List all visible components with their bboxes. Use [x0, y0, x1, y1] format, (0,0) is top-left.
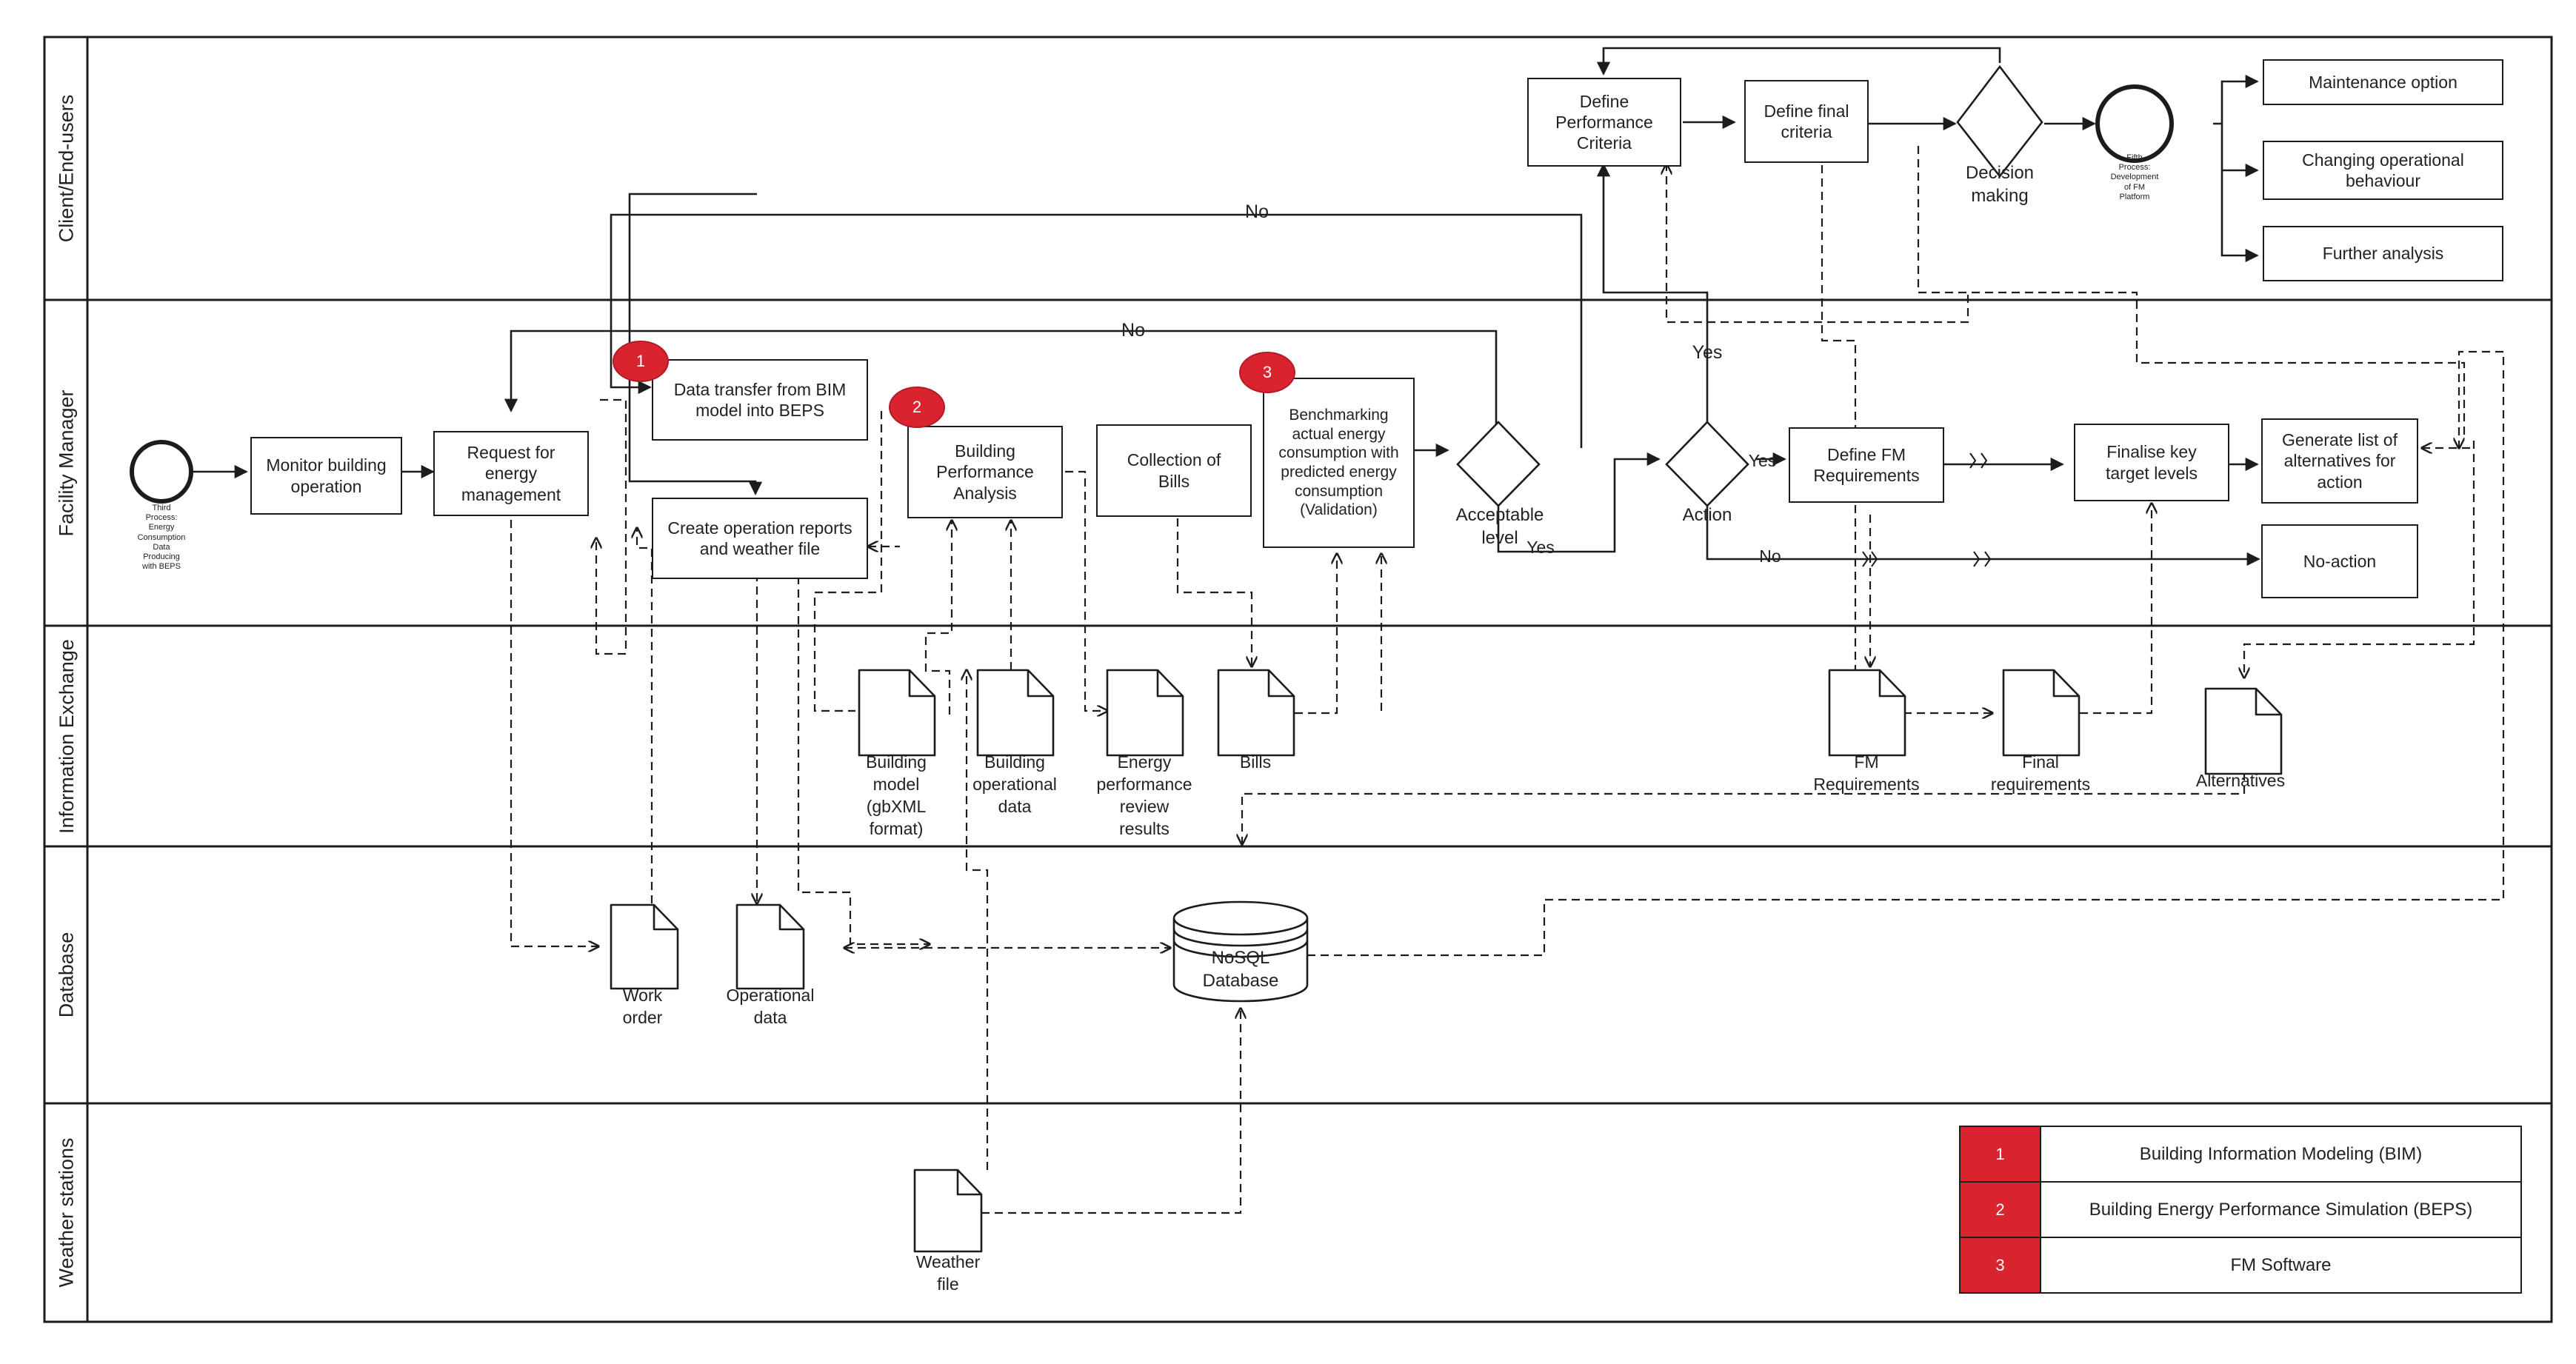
doc-energy-performance-review: [1106, 669, 1184, 757]
task-maintenance-option[interactable]: Maintenance option: [2263, 59, 2503, 105]
doc-building-model: [858, 669, 936, 757]
doc-operational-data: [735, 903, 805, 990]
lane-facility-manager: Facility Manager: [55, 389, 78, 537]
legend-row: 2 Building Energy Performance Simulation…: [1961, 1183, 2520, 1238]
doc-bills: [1217, 669, 1295, 757]
task-monitor-building-operation[interactable]: Monitor building operation: [250, 437, 402, 515]
end-event: [2095, 84, 2174, 163]
marker-3: 3: [1239, 352, 1295, 393]
nosql-database-shape: [1172, 900, 1309, 1003]
flow-label-no-fm: No: [1121, 320, 1145, 341]
legend-text: Building Energy Performance Simulation (…: [2089, 1199, 2473, 1220]
label-work-order: Work order: [622, 986, 663, 1027]
doc-final-requirements: [2002, 669, 2081, 757]
flow-label-yes-action: Yes: [1748, 451, 1777, 470]
gateway-decision-making: [1956, 64, 2043, 178]
doc-fm-requirements: [1828, 669, 1906, 757]
gateway-acceptable-level: [1456, 421, 1541, 507]
label-final-requirements: Final requirements: [1990, 752, 2091, 794]
doc-alternatives: [2204, 687, 2283, 775]
label-operational-data: Operational data: [726, 986, 815, 1027]
doc-weather-file: [913, 1169, 983, 1253]
task-data-transfer-bim[interactable]: Data transfer from BIM model into BEPS: [652, 359, 868, 441]
marker-1: 1: [613, 341, 669, 382]
flow-label-yes-up: Yes: [1692, 342, 1723, 363]
task-benchmarking[interactable]: Benchmarking actual energy consumption w…: [1263, 378, 1415, 548]
label-building-operational-data: Building operational data: [972, 752, 1057, 816]
label-building-model: Building model (gbXML format): [866, 752, 927, 838]
task-collection-of-bills[interactable]: Collection of Bills: [1096, 424, 1252, 517]
label-start-event-note: Third Process: Energy Consumption Data P…: [137, 504, 186, 572]
lane-information-exchange: Information Exchange: [55, 638, 78, 834]
task-changing-operational-behaviour[interactable]: Changing operational behaviour: [2263, 141, 2503, 200]
label-end-event-note: Fifth Process: Development of FM Platfor…: [2110, 153, 2159, 201]
flow-label-yes-acceptable: Yes: [1526, 538, 1555, 557]
label-decision-making: Decision making: [1965, 163, 2035, 207]
lane-database: Database: [55, 932, 78, 1018]
doc-building-operational-data: [976, 669, 1055, 757]
task-no-action[interactable]: No-action: [2261, 524, 2418, 598]
legend-text: Building Information Modeling (BIM): [2139, 1143, 2423, 1164]
start-event: [130, 440, 193, 504]
task-request-energy-management[interactable]: Request for energy management: [433, 431, 589, 516]
task-define-performance-criteria[interactable]: Define Performance Criteria: [1527, 78, 1681, 167]
doc-work-order: [610, 903, 679, 990]
label-weather-file: Weather file: [915, 1252, 981, 1294]
marker-2: 2: [889, 387, 945, 428]
label-alternatives: Alternatives: [2195, 771, 2286, 790]
lane-client-end-users: Client/End-users: [55, 94, 78, 243]
flow-label-no-action: No: [1759, 546, 1781, 566]
legend-number: 2: [1961, 1183, 2041, 1237]
task-define-fm-requirements[interactable]: Define FM Requirements: [1789, 427, 1944, 503]
gateway-action: [1665, 421, 1749, 507]
legend-row: 1 Building Information Modeling (BIM): [1961, 1127, 2520, 1183]
legend-number: 3: [1961, 1238, 2041, 1292]
task-create-operation-reports[interactable]: Create operation reports and weather fil…: [652, 498, 868, 579]
flow-label-no-top: No: [1245, 201, 1269, 222]
label-energy-performance-review: Energy performance review results: [1096, 752, 1192, 838]
pool-frame: [43, 36, 2553, 1323]
task-building-performance-analysis[interactable]: Building Performance Analysis: [907, 426, 1063, 518]
legend-row: 3 FM Software: [1961, 1238, 2520, 1292]
lane-weather-stations: Weather stations: [55, 1137, 78, 1288]
label-fm-requirements: FM Requirements: [1813, 752, 1920, 794]
label-bills: Bills: [1239, 752, 1272, 772]
task-define-final-criteria[interactable]: Define final criteria: [1744, 80, 1869, 163]
label-acceptable-level: Acceptable level: [1455, 505, 1544, 549]
label-nosql-database: NoSQL Database: [1202, 948, 1279, 992]
legend-number: 1: [1961, 1127, 2041, 1181]
task-generate-list-alternatives[interactable]: Generate list of alternatives for action: [2261, 418, 2418, 504]
legend-text: FM Software: [2230, 1254, 2332, 1275]
task-finalise-key-target-levels[interactable]: Finalise key target levels: [2074, 424, 2229, 501]
legend: 1 Building Information Modeling (BIM) 2 …: [1959, 1126, 2522, 1294]
label-action: Action: [1682, 505, 1732, 525]
task-further-analysis[interactable]: Further analysis: [2263, 226, 2503, 281]
